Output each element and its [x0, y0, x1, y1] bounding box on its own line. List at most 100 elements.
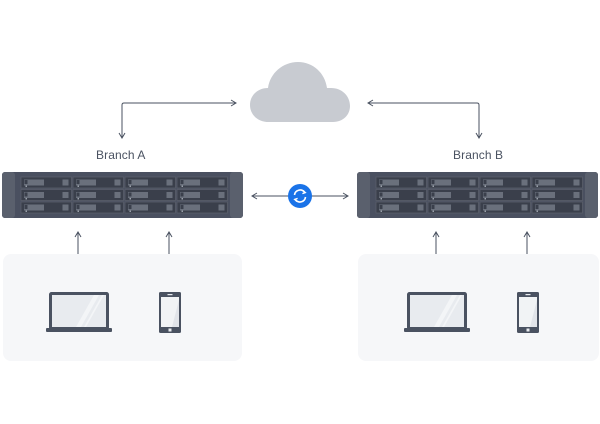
- drive-latch: [62, 179, 69, 186]
- drive-latch: [573, 192, 580, 198]
- drive-latch: [573, 179, 580, 186]
- drive-led: [181, 210, 183, 212]
- drive-led: [25, 185, 27, 187]
- branch-a-device-panel: [3, 254, 242, 361]
- server-ear-right: [230, 172, 243, 218]
- branch-b-laptop: [404, 292, 470, 333]
- drive-bay-label: [535, 192, 555, 198]
- drive-led: [181, 198, 183, 200]
- drive-bay: [124, 176, 176, 189]
- drive-bay-label: [76, 192, 96, 198]
- drive-led: [129, 198, 131, 200]
- drive-bay-label: [431, 179, 451, 186]
- drive-led: [380, 185, 382, 187]
- drive-latch: [218, 179, 225, 186]
- drive-bay: [20, 189, 72, 201]
- server-ear-left: [357, 172, 370, 218]
- drive-bay: [479, 189, 531, 201]
- server-ear-right: [585, 172, 598, 218]
- drive-latch: [469, 179, 476, 186]
- drive-bay-label: [535, 179, 555, 186]
- drive-latch: [62, 192, 69, 198]
- drive-led: [536, 210, 538, 212]
- drive-bay: [375, 189, 427, 201]
- drive-bay-label: [180, 179, 200, 186]
- drive-led: [484, 210, 486, 212]
- drive-bay-label: [379, 192, 399, 198]
- smartphone-icon: [159, 292, 181, 333]
- branch-a-server: [2, 172, 243, 218]
- branch-b-cloud-link: [367, 99, 483, 139]
- laptop-icon: [46, 292, 112, 332]
- drive-latch: [114, 179, 121, 186]
- drive-bay: [20, 176, 72, 189]
- drive-led: [380, 210, 382, 212]
- drive-bay: [531, 201, 583, 214]
- drive-led: [432, 210, 434, 212]
- drive-led: [536, 185, 538, 187]
- drive-led: [129, 210, 131, 212]
- drive-latch: [417, 192, 424, 198]
- drive-latch: [114, 192, 121, 198]
- drive-bay-label: [76, 204, 96, 211]
- drive-bay: [375, 176, 427, 189]
- drive-latch: [166, 179, 173, 186]
- drive-latch: [417, 204, 424, 211]
- drive-bay: [176, 176, 228, 189]
- drive-bay: [176, 201, 228, 214]
- drive-bay-label: [379, 179, 399, 186]
- rack-server-icon: [357, 172, 598, 218]
- drive-latch: [521, 204, 528, 211]
- drive-latch: [114, 204, 121, 211]
- drive-latch: [218, 192, 225, 198]
- drive-led: [536, 198, 538, 200]
- cloud-icon: [250, 62, 350, 122]
- drive-led: [25, 210, 27, 212]
- drive-bay-label: [24, 179, 44, 186]
- drive-bay-label: [483, 204, 503, 211]
- drive-led: [484, 198, 486, 200]
- drive-bay: [427, 189, 479, 201]
- drive-led: [484, 185, 486, 187]
- drive-bay-label: [128, 192, 148, 198]
- drive-led: [432, 198, 434, 200]
- drive-led: [432, 185, 434, 187]
- drive-led: [77, 210, 79, 212]
- drive-led: [77, 185, 79, 187]
- drive-latch: [521, 192, 528, 198]
- smartphone-icon: [517, 292, 539, 333]
- drive-bay: [427, 176, 479, 189]
- drive-led: [77, 198, 79, 200]
- drive-bay-label: [128, 204, 148, 211]
- drive-bay-label: [180, 204, 200, 211]
- drive-led: [129, 185, 131, 187]
- branch-a-label: Branch A: [96, 148, 146, 162]
- drive-latch: [218, 204, 225, 211]
- rack-server-icon: [2, 172, 243, 218]
- drive-bay: [20, 201, 72, 214]
- server-ear-left: [2, 172, 15, 218]
- branch-b-label: Branch B: [453, 148, 504, 162]
- drive-bay: [72, 189, 124, 201]
- drive-bay-label: [128, 179, 148, 186]
- drive-bay-label: [431, 192, 451, 198]
- drive-latch: [166, 204, 173, 211]
- drive-latch: [573, 204, 580, 211]
- laptop-icon: [404, 292, 470, 332]
- branch-b-server: [357, 172, 598, 218]
- drive-bay-label: [483, 192, 503, 198]
- drive-bay: [124, 189, 176, 201]
- drive-bay: [176, 189, 228, 201]
- drive-latch: [469, 192, 476, 198]
- drive-bay-label: [483, 179, 503, 186]
- drive-bay: [72, 176, 124, 189]
- drive-bay-label: [24, 192, 44, 198]
- branch-b-device-panel: [358, 254, 599, 361]
- drive-bay: [124, 201, 176, 214]
- drive-bay: [427, 201, 479, 214]
- drive-latch: [521, 179, 528, 186]
- drive-bay-label: [180, 192, 200, 198]
- drive-latch: [417, 179, 424, 186]
- drive-bay: [531, 189, 583, 201]
- branch-a-phone: [159, 292, 181, 333]
